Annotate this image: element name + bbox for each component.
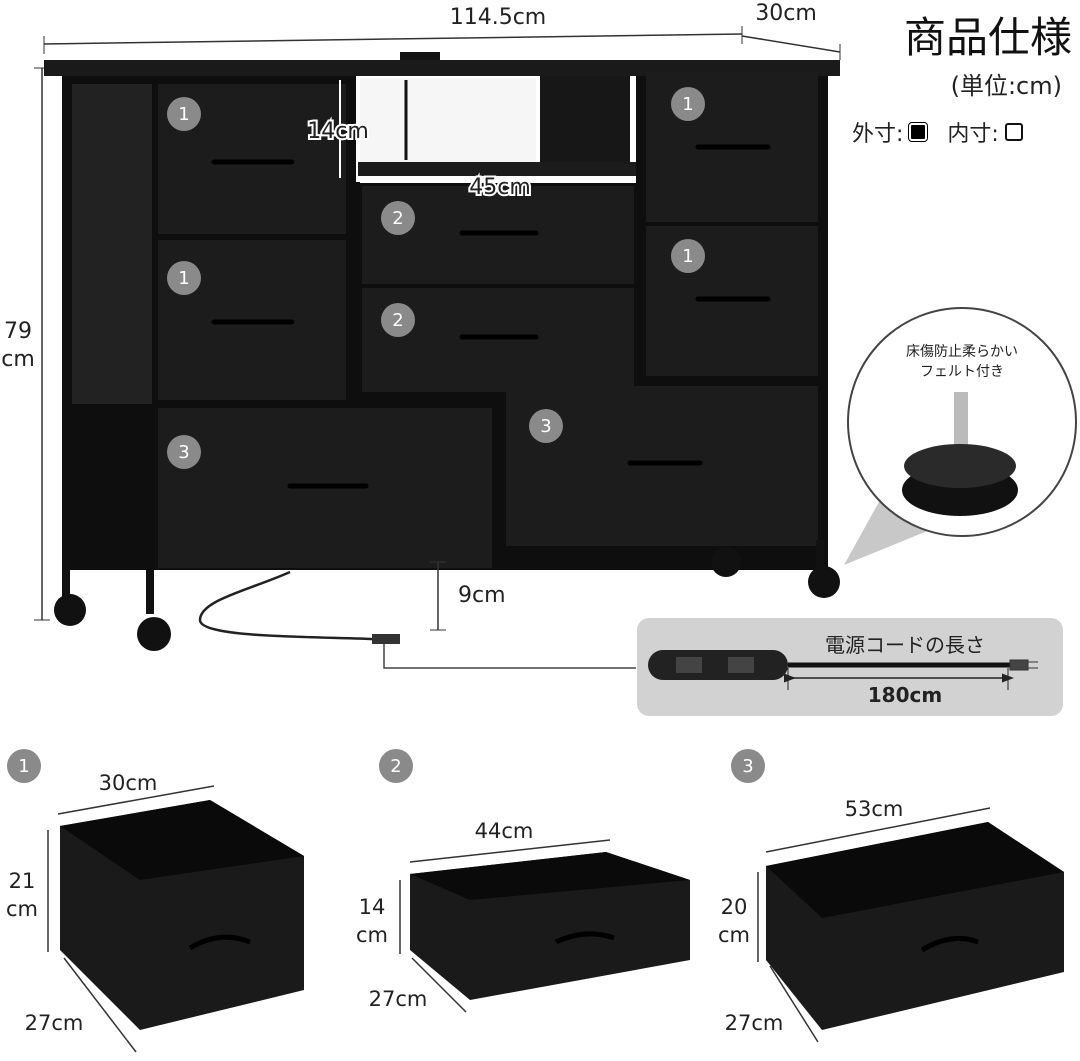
cord-length: 180cm bbox=[868, 683, 942, 707]
empty-square-icon bbox=[1004, 123, 1023, 141]
felt-line2: フェルト付き bbox=[920, 364, 1004, 380]
drawer-1-depth: 27cm bbox=[25, 1011, 84, 1035]
width-label: 114.5cm bbox=[450, 5, 547, 30]
cord-panel: 電源コードの長さ 180cm bbox=[383, 618, 1063, 716]
badge: 1 bbox=[682, 246, 693, 267]
badge: 1 bbox=[18, 756, 29, 777]
shelf-width-label: 45cm bbox=[469, 175, 531, 200]
legend: 外寸: 内寸: bbox=[852, 116, 1023, 148]
height-unit: cm bbox=[1, 347, 35, 372]
depth-dimension: 30cm bbox=[741, 1, 841, 60]
felt-callout: 床傷防止柔らかい フェルト付き bbox=[844, 307, 1077, 565]
felt-line1: 床傷防止柔らかい bbox=[906, 344, 1018, 360]
width-dimension: 114.5cm bbox=[43, 5, 743, 54]
drawer-2-width: 44cm bbox=[475, 819, 534, 843]
badge: 2 bbox=[390, 756, 401, 777]
drawer-2-depth: 27cm bbox=[369, 987, 428, 1011]
unit-label: (単位:cm) bbox=[950, 72, 1062, 100]
shelf-width-dimension: 45cm bbox=[360, 173, 636, 202]
drawer-2-height: 14 bbox=[359, 895, 386, 919]
drawer-1-width: 30cm bbox=[99, 771, 158, 795]
outer-label: 外寸: bbox=[852, 122, 904, 147]
drawer-3-height: 20 bbox=[721, 895, 748, 919]
inner-label: 内寸: bbox=[947, 122, 999, 147]
badge: 1 bbox=[178, 104, 189, 125]
cord-label: 電源コードの長さ bbox=[825, 633, 985, 657]
badge: 2 bbox=[392, 208, 403, 229]
badge: 3 bbox=[178, 442, 189, 463]
drawer-2-height-unit: cm bbox=[356, 923, 388, 947]
height-value: 79 bbox=[4, 319, 32, 344]
clearance-label: 9cm bbox=[458, 583, 506, 608]
drawer-3-height-unit: cm bbox=[718, 923, 750, 947]
shelf-height-dimension: 14cm bbox=[305, 80, 371, 178]
plug-icon bbox=[1009, 659, 1038, 671]
screw-icon bbox=[954, 392, 968, 456]
drawer-1-height-unit: cm bbox=[6, 897, 38, 921]
badge: 1 bbox=[178, 268, 189, 289]
drawer-2-diagram: 2 44cm 14 cm 27cm bbox=[356, 749, 690, 1013]
drawer-3-width: 53cm bbox=[845, 797, 904, 821]
dresser bbox=[44, 52, 840, 651]
badge: 2 bbox=[392, 310, 403, 331]
filled-square-icon bbox=[908, 122, 929, 142]
drawer-badges: 1 1 2 2 1 1 3 3 bbox=[167, 87, 705, 469]
power-strip-icon bbox=[648, 650, 788, 680]
spec-title: 商品仕様 bbox=[903, 13, 1072, 62]
drawer-3-depth: 27cm bbox=[725, 1011, 784, 1035]
badge: 3 bbox=[540, 416, 551, 437]
drawer-3-diagram: 3 53cm 20 cm 27cm bbox=[718, 749, 1064, 1043]
drawer-1-height: 21 bbox=[9, 869, 36, 893]
badge: 3 bbox=[742, 756, 753, 777]
clearance-dimension: 9cm bbox=[430, 561, 506, 631]
depth-label: 30cm bbox=[755, 1, 817, 26]
shelf-height-label: 14cm bbox=[307, 119, 369, 144]
height-dimension: 79 cm bbox=[1, 67, 50, 621]
drawer-1-diagram: 1 30cm 21 cm 27cm bbox=[6, 749, 304, 1053]
badge: 1 bbox=[682, 94, 693, 115]
